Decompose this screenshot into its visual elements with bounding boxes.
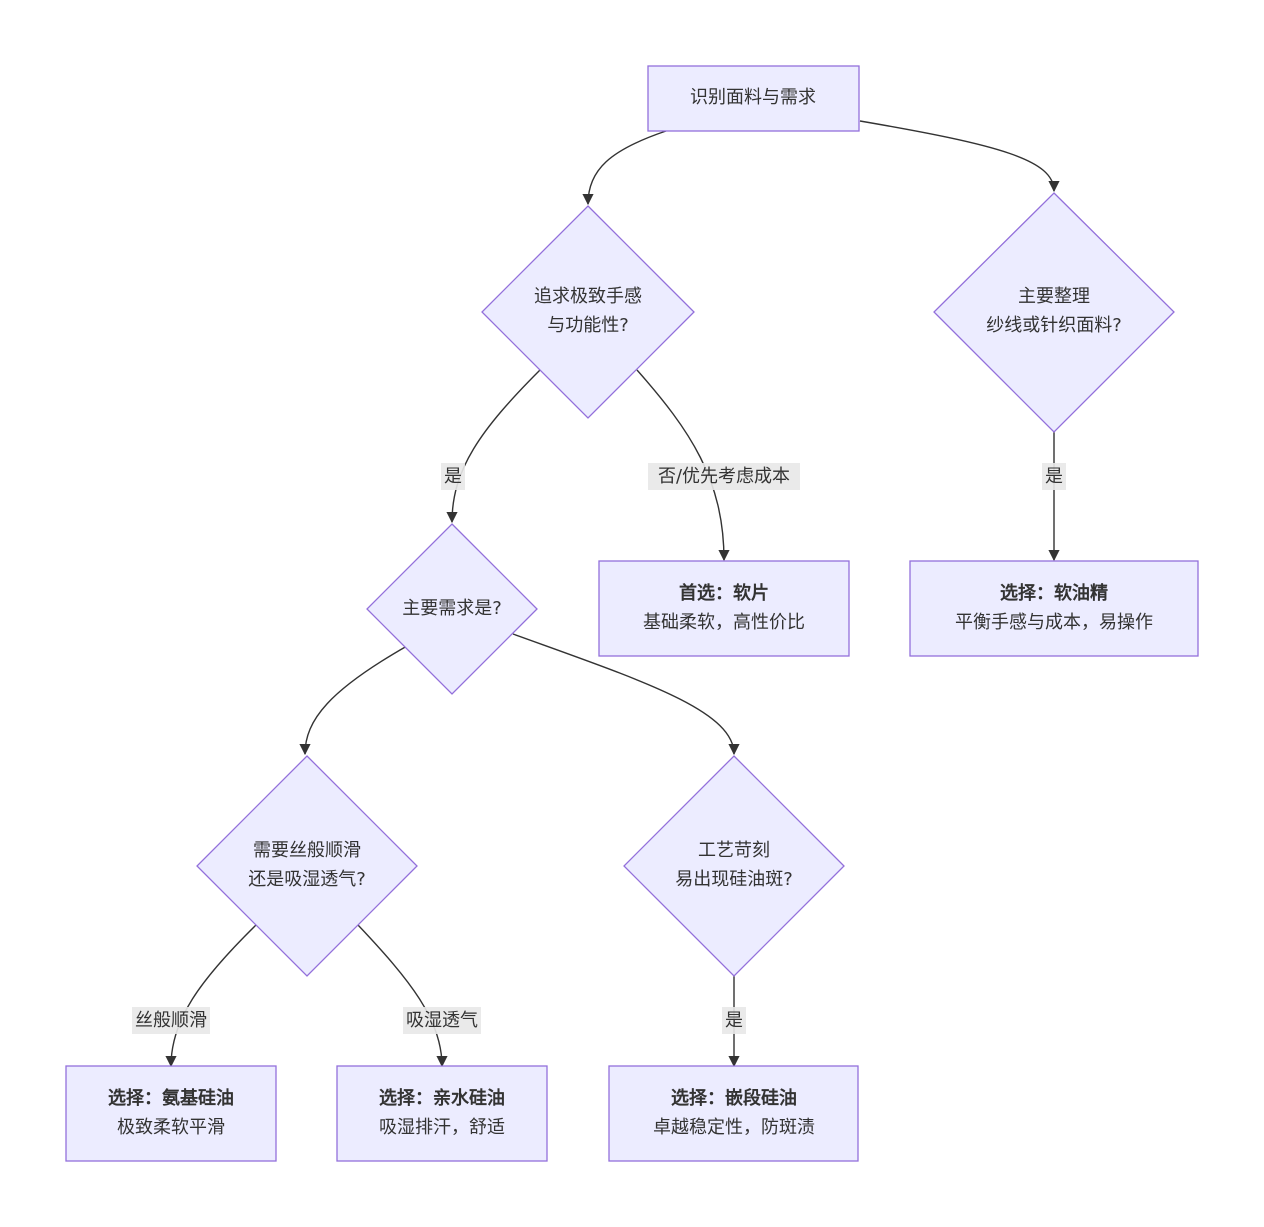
- svg-text:选择：亲水硅油: 选择：亲水硅油: [379, 1087, 505, 1109]
- edge-label-process-yes: 是: [722, 1007, 746, 1034]
- svg-text:工艺苛刻: 工艺苛刻: [698, 840, 770, 861]
- edge-start-to-feel: [582, 130, 667, 206]
- svg-text:是: 是: [1045, 466, 1063, 487]
- edge-need-to-process: [512, 633, 740, 756]
- svg-text:否/优先考虑成本: 否/优先考虑成本: [658, 466, 790, 487]
- svg-text:吸湿排汗，舒适: 吸湿排汗，舒适: [379, 1117, 505, 1138]
- edge-smooth-to-amino: [165, 924, 257, 1068]
- edge-feel-to-need: [446, 369, 541, 524]
- svg-text:主要整理: 主要整理: [1018, 286, 1090, 307]
- svg-text:与功能性?: 与功能性?: [547, 315, 629, 336]
- svg-text:是: 是: [725, 1010, 743, 1031]
- svg-text:主要需求是?: 主要需求是?: [402, 598, 502, 619]
- edges: [165, 120, 1060, 1068]
- node-result-block[interactable]: 选择：嵌段硅油 卓越稳定性，防斑渍: [608, 1065, 859, 1162]
- svg-text:易出现硅油斑?: 易出现硅油斑?: [675, 869, 793, 890]
- edge-start-to-yarn: [859, 120, 1060, 193]
- svg-text:平衡手感与成本，易操作: 平衡手感与成本，易操作: [955, 612, 1153, 633]
- node-result-flake[interactable]: 首选：软片 基础柔软，高性价比: [598, 560, 850, 657]
- edge-label-smooth: 丝般顺滑: [132, 1007, 210, 1034]
- node-decision-smooth[interactable]: 需要丝般顺滑 还是吸湿透气?: [196, 755, 418, 977]
- edge-labels: 是 否/优先考虑成本 是 丝般顺滑 吸湿透气 是: [132, 463, 1066, 1034]
- nodes: 识别面料与需求 追求极致手感 与功能性? 主要整理 纱线或针织面料? 主要需求是…: [65, 65, 1199, 1162]
- svg-text:极致柔软平滑: 极致柔软平滑: [117, 1117, 225, 1138]
- svg-text:丝般顺滑: 丝般顺滑: [135, 1010, 207, 1031]
- svg-text:识别面料与需求: 识别面料与需求: [690, 87, 816, 108]
- svg-text:纱线或针织面料?: 纱线或针织面料?: [986, 315, 1122, 336]
- node-decision-feel[interactable]: 追求极致手感 与功能性?: [481, 205, 695, 419]
- edge-label-feel-no: 否/优先考虑成本: [648, 463, 800, 490]
- edge-label-feel-yes: 是: [441, 463, 465, 490]
- node-result-hydrophilic[interactable]: 选择：亲水硅油 吸湿排汗，舒适: [336, 1065, 548, 1162]
- svg-text:卓越稳定性，防斑渍: 卓越稳定性，防斑渍: [653, 1117, 815, 1138]
- edge-need-to-smooth: [299, 645, 408, 756]
- svg-text:追求极致手感: 追求极致手感: [534, 286, 642, 307]
- svg-text:基础柔软，高性价比: 基础柔软，高性价比: [643, 612, 805, 633]
- svg-text:选择：软油精: 选择：软油精: [1000, 582, 1108, 604]
- node-decision-yarn[interactable]: 主要整理 纱线或针织面料?: [933, 192, 1175, 433]
- node-start[interactable]: 识别面料与需求: [647, 65, 860, 132]
- svg-text:是: 是: [444, 466, 462, 487]
- svg-text:还是吸湿透气?: 还是吸湿透气?: [248, 869, 366, 890]
- svg-text:吸湿透气: 吸湿透气: [406, 1010, 478, 1031]
- svg-text:首选：软片: 首选：软片: [679, 582, 769, 604]
- node-decision-need[interactable]: 主要需求是?: [366, 523, 538, 695]
- edge-smooth-to-hydro: [357, 924, 448, 1068]
- svg-text:需要丝般顺滑: 需要丝般顺滑: [253, 840, 361, 861]
- svg-text:选择：嵌段硅油: 选择：嵌段硅油: [671, 1087, 797, 1109]
- node-decision-process[interactable]: 工艺苛刻 易出现硅油斑?: [623, 755, 845, 977]
- edge-label-breathable: 吸湿透气: [403, 1007, 481, 1034]
- svg-text:选择：氨基硅油: 选择：氨基硅油: [108, 1087, 234, 1109]
- edge-feel-to-flake: [636, 369, 730, 562]
- node-result-softener[interactable]: 选择：软油精 平衡手感与成本，易操作: [909, 560, 1199, 657]
- node-result-amino[interactable]: 选择：氨基硅油 极致柔软平滑: [65, 1065, 277, 1162]
- edge-label-yarn-yes: 是: [1042, 463, 1066, 490]
